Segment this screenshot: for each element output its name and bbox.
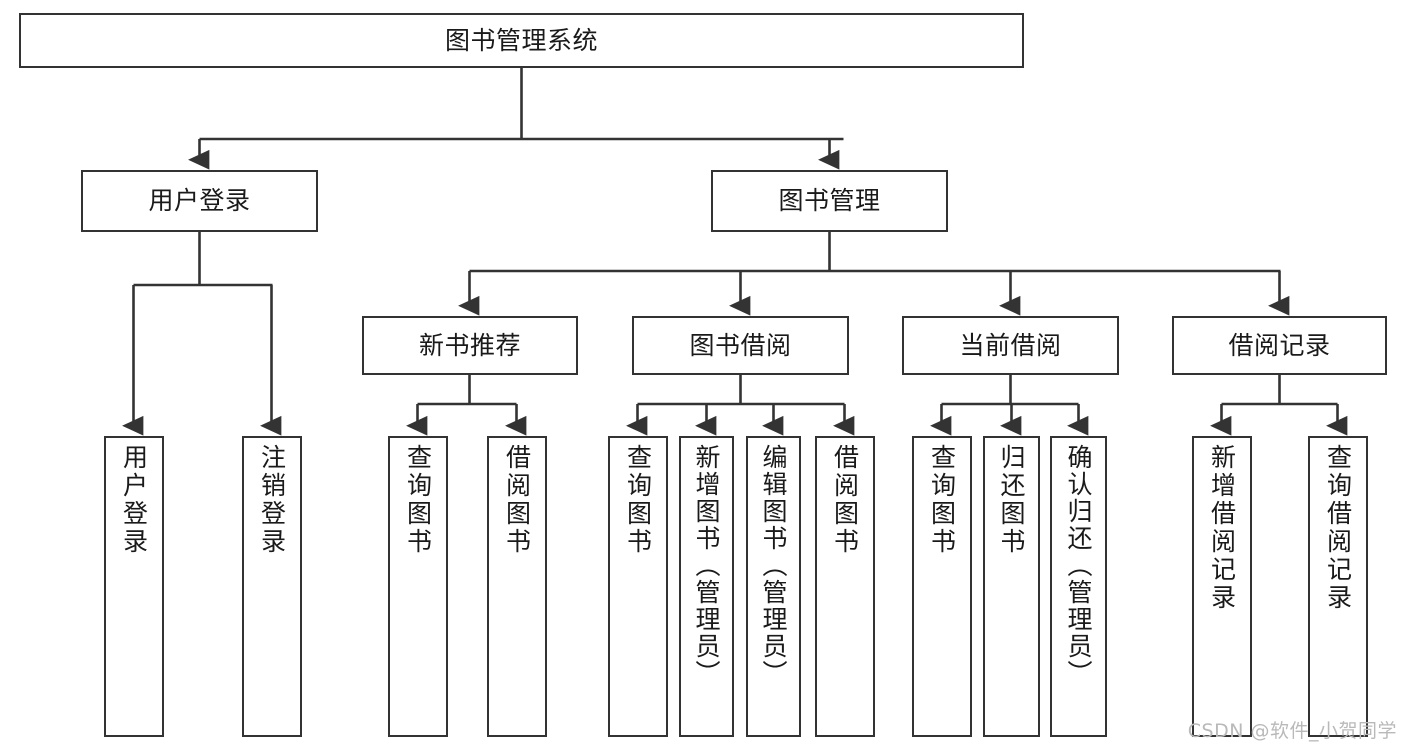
node-label: 当前借阅 [959,330,1062,360]
leaf-current-return-book[interactable]: 归还图书 [983,436,1040,737]
node-label: 图书借阅 [689,330,792,360]
leaf-record-add-borrow-record[interactable]: 新增借阅记录 [1192,436,1252,737]
node-borrow-record[interactable]: 借阅记录 [1172,316,1387,375]
leaf-user-logout[interactable]: 注销登录 [242,436,302,737]
node-label: 查询图书 [623,444,653,556]
node-label: 借阅图书 [502,444,532,556]
watermark-text: CSDN @软件_小贺同学 [1187,720,1397,742]
node-label: 新增图书（管理员） [692,444,721,687]
node-user-login[interactable]: 用户登录 [81,170,318,232]
node-current-borrow[interactable]: 当前借阅 [902,316,1119,375]
leaf-new-book-query-book[interactable]: 查询图书 [388,436,448,737]
leaf-borrow-edit-book-admin[interactable]: 编辑图书（管理员） [746,436,801,737]
node-label: 查询借阅记录 [1323,444,1353,612]
node-label: 用户登录 [148,186,251,216]
node-book-management[interactable]: 图书管理 [711,170,948,232]
node-book-borrow[interactable]: 图书借阅 [632,316,849,375]
node-root-book-management-system[interactable]: 图书管理系统 [19,13,1024,68]
node-label: 编辑图书（管理员） [759,444,788,687]
node-label: 借阅图书 [830,444,860,556]
leaf-user-login[interactable]: 用户登录 [104,436,164,737]
node-label: 注销登录 [257,444,287,556]
node-label: 归还图书 [997,444,1026,556]
node-label: 图书管理系统 [444,25,598,55]
node-label: 查询图书 [403,444,433,556]
leaf-current-confirm-return-admin[interactable]: 确认归还（管理员） [1050,436,1107,737]
node-label: 用户登录 [119,444,149,556]
node-label: 新书推荐 [418,330,521,360]
node-label: 借阅记录 [1228,330,1331,360]
leaf-new-book-borrow-book[interactable]: 借阅图书 [487,436,547,737]
leaf-record-query-borrow-record[interactable]: 查询借阅记录 [1308,436,1368,737]
leaf-current-query-book[interactable]: 查询图书 [912,436,972,737]
node-label: 图书管理 [778,186,881,216]
node-label: 确认归还（管理员） [1064,444,1093,687]
leaf-borrow-add-book-admin[interactable]: 新增图书（管理员） [679,436,734,737]
node-label: 查询图书 [927,444,957,556]
node-label: 新增借阅记录 [1207,444,1237,612]
leaf-borrow-borrow-book[interactable]: 借阅图书 [815,436,875,737]
leaf-borrow-query-book[interactable]: 查询图书 [608,436,668,737]
node-new-book-recommendation[interactable]: 新书推荐 [362,316,578,375]
